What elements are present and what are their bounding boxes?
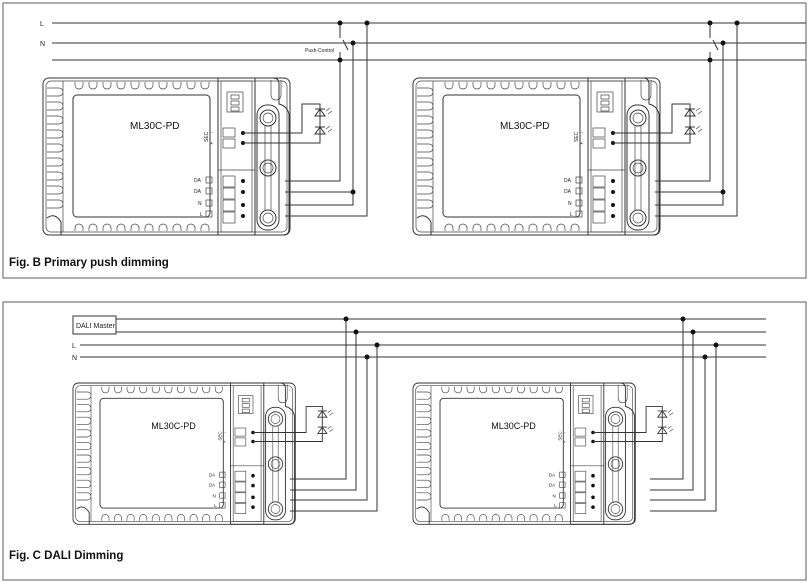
terminal-label: N <box>568 201 572 207</box>
driver-body <box>42 77 333 236</box>
sec-plus: + <box>580 141 583 147</box>
sec-plus: + <box>563 439 566 444</box>
line-label-n: N <box>40 41 45 48</box>
terminal-label: N <box>198 201 202 207</box>
sec-minus: - <box>581 130 583 136</box>
terminal-label: L <box>570 212 573 218</box>
terminal-label: N <box>553 493 556 498</box>
feeders-right <box>655 20 740 217</box>
sec-label: SEC <box>218 431 223 441</box>
driver-c-right: ML30C-PD SEC - + DA DA N L <box>412 382 674 525</box>
terminal-label: DA <box>549 473 555 478</box>
line-label-l: L <box>72 343 76 350</box>
driver-model: ML30C-PD <box>500 121 549 132</box>
terminal-label: L <box>200 212 203 218</box>
feeders-left <box>285 20 370 217</box>
driver-model: ML30C-PD <box>130 121 179 132</box>
terminal-label: DA <box>194 178 202 184</box>
push-control-label: Push-Control <box>305 48 334 54</box>
driver-model: ML30C-PD <box>151 421 196 431</box>
dali-master-label: DALI Master <box>76 323 116 330</box>
driver-body <box>412 382 674 525</box>
figure-c-panel: DALI Master L N ML30C-PD S <box>2 301 807 581</box>
sec-plus: + <box>223 439 226 444</box>
bus-lines <box>80 318 766 358</box>
terminal-label: DA <box>564 178 572 184</box>
driver-b-right: ML30C-PD SEC - + DA DA N L <box>412 77 703 236</box>
sec-label: SEC <box>204 131 210 142</box>
feeders-left <box>290 316 380 512</box>
driver-b-left: ML30C-PD SEC - + DA DA N L <box>42 77 333 236</box>
sec-label: SEC <box>574 131 580 142</box>
dali-master-box <box>72 315 117 335</box>
sec-label: SEC <box>558 431 563 441</box>
sec-minus: - <box>564 429 566 434</box>
driver-c-left: ML30C-PD SEC - + DA DA N L <box>72 382 334 525</box>
sec-minus: - <box>211 130 213 136</box>
driver-model: ML30C-PD <box>491 421 536 431</box>
sec-minus: - <box>224 429 226 434</box>
terminal-label: L <box>554 503 557 508</box>
terminal-label: L <box>214 503 217 508</box>
supply-lines <box>52 22 806 61</box>
terminal-label: DA <box>549 483 555 488</box>
terminal-label: DA <box>209 483 215 488</box>
figure-b-panel: L N Push-Control ML30C-PD SEC <box>2 2 807 279</box>
sec-plus: + <box>210 141 213 147</box>
figure-b-caption: Fig. B Primary push dimming <box>9 257 169 269</box>
feeders-right <box>650 316 719 512</box>
terminal-label: DA <box>209 473 215 478</box>
figure-c-caption: Fig. C DALI Dimming <box>9 550 123 562</box>
driver-body <box>72 382 334 525</box>
terminal-label: DA <box>194 189 202 195</box>
line-label-l: L <box>40 21 44 28</box>
driver-body <box>412 77 703 236</box>
line-label-n: N <box>72 355 77 362</box>
terminal-label: N <box>212 493 215 498</box>
terminal-label: DA <box>564 189 572 195</box>
